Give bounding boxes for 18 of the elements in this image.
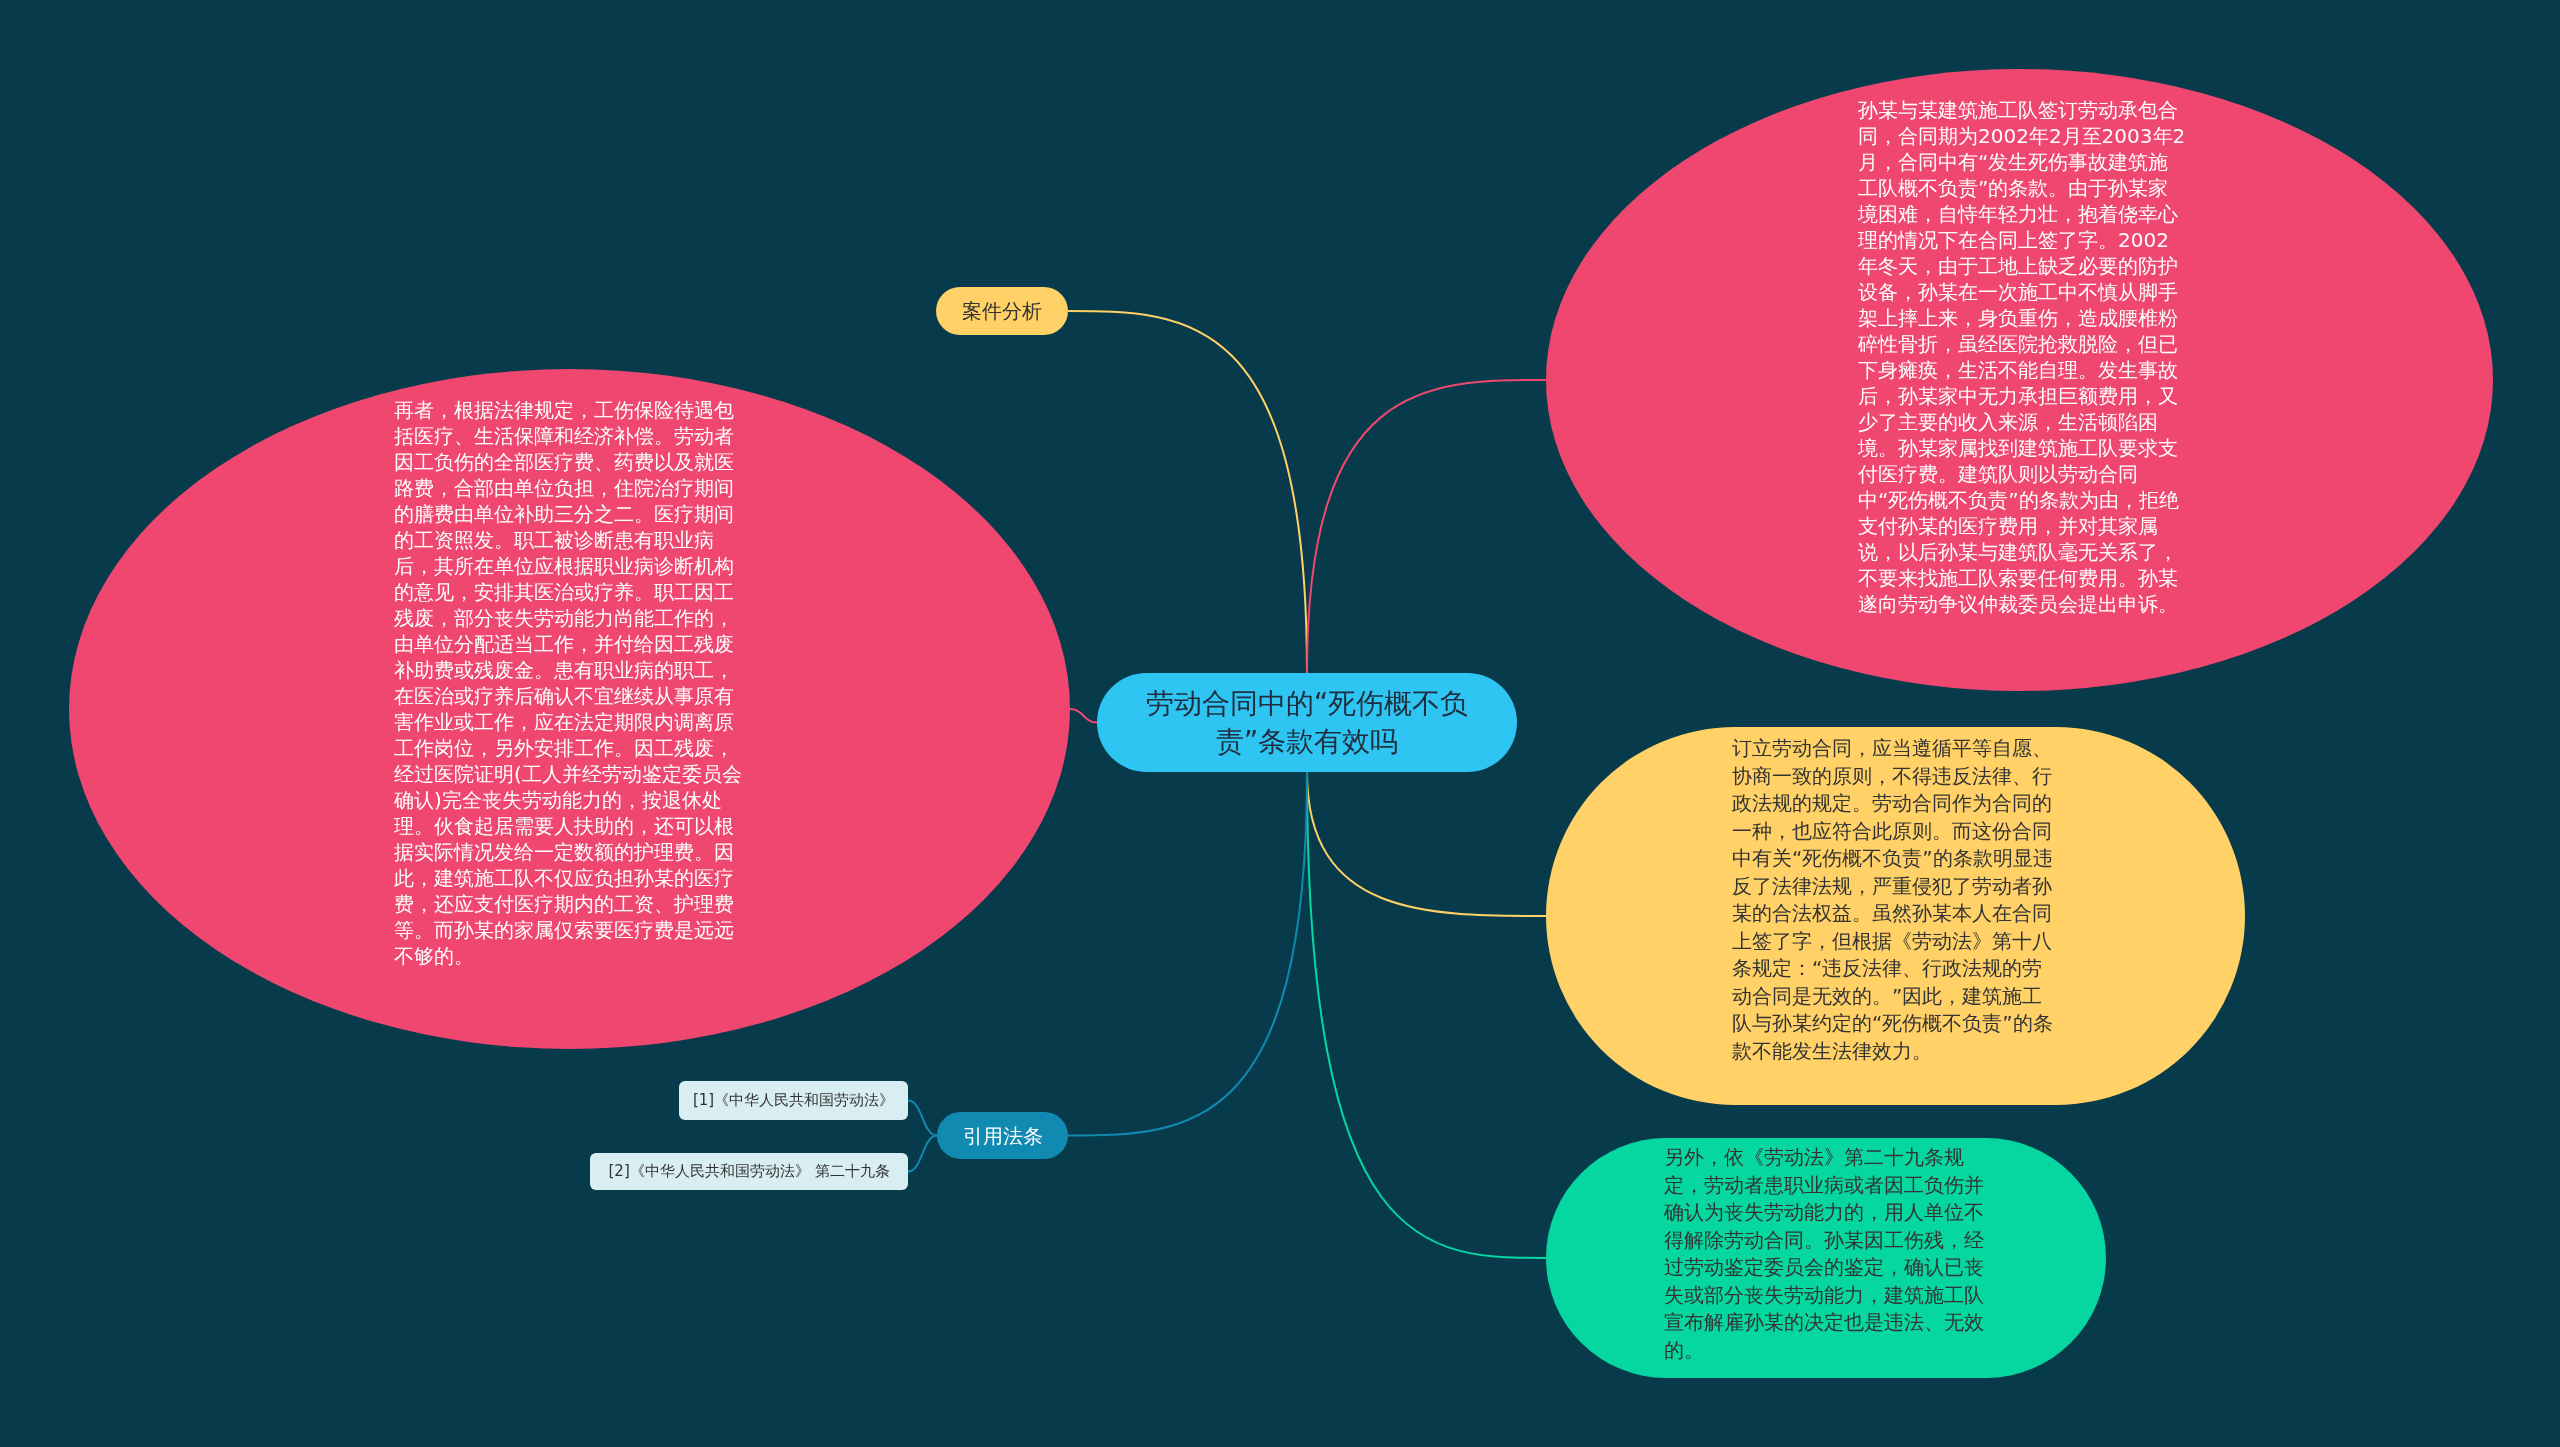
connector-line — [1306, 379, 1547, 674]
node-text: [2]《中华人民共和国劳动法》 第二十九条 — [608, 1161, 890, 1183]
node-text: 另外，依《劳动法》第二十九条规定，劳动者患职业病或者因工负伤并确认为丧失劳动能力的，用人单位不得解除劳动合同。孙某因工伤残，经过劳动鉴定委员会的鉴定，确认已丧失或部分丧失劳动能力，建筑施工队宣布解雇孙某的决定也是违法、无效的。 — [1664, 1144, 1985, 1364]
branch-node — [936, 287, 1068, 335]
node-text: 孙某与某建筑施工队签订劳动承包合同，合同期为2002年2月至2003年2月，合同中有“发生死伤事故建筑施工队概不负责”的条款。由于孙某家境困难，自恃年轻力壮，抱着侥幸心理的情况下在合同上签了字。2002年冬天，由于工地上缺乏必要的防护设备，孙某在一次施工中不慎从脚手架上摔上来，身负重伤，造成腰椎粉碎性骨折，虽经医院抢救脱险，但已下身瘫痪，生活不能自理。发生事故后，孙某家中无力承担巨额费用，又少了主要的收入来源，生活顿陷困境。孙某家属找到建筑施工队要求支付医疗费。建筑队则以劳动合同中“死伤概不负责”的条款为由，拒绝支付孙某的医疗费用，并对其家属说，以后孙某与建筑队毫无关系了，不要来找施工队索要任何费用。孙某遂向劳动争议仲裁委员会提出申诉。 — [1858, 97, 2187, 617]
node-text: 订立劳动合同，应当遵循平等自愿、协商一致的原则，不得违反法律、行政法规的规定。劳动合同作为合同的一种，也应符合此原则。而这份合同中有关“死伤概不负责”的条款明显违反了法律法规，严重侵犯了劳动者孙某的合法权益。虽然孙某本人在合同上签了字，但根据《劳动法》第十八条规定：“违反法律、行政法规的劳动合同是无效的。”因此，建筑施工队与孙某约定的“死伤概不负责”的条款不能发生法律效力。 — [1732, 735, 2054, 1065]
node-text: [1]《中华人民共和国劳动法》 — [692, 1090, 895, 1112]
connector-line — [907, 1134, 938, 1173]
node-text: 引用法条 — [962, 1122, 1043, 1150]
node-text: 劳动合同中的“死伤概不负责”条款有效吗 — [1144, 685, 1470, 760]
node-text: 再者，根据法律规定，工伤保险待遇包括医疗、生活保障和经济补偿。劳动者因工负伤的全部医疗费、药费以及就医路费，合部由单位负担，住院治疗期间的膳费由单位补助三分之二。医疗期间的工资照发。职工被诊断患有职业病后，其所在单位应根据职业病诊断机构的意见，安排其医治或疗养。职工因工残废，部分丧失劳动能力尚能工作的，由单位分配适当工作，并付给因工残废补助费或残废金。患有职业病的职工，在医治或疗养后确认不宜继续从事原有害作业或工作，应在法定期限内调离原工作岗位，另外安排工作。因工残废，经过医院证明(工人并经劳动鉴定委员会确认)完全丧失劳动能力的，按退休处理。伙食起居需要人扶助的，还可以根据实际情况发给一定数额的护理费。因此，建筑施工队不仅应负担孙某的医疗费，还应支付医疗期内的工资、护理费等。而孙某的家属仅索要医疗费是远远不够的。 — [394, 397, 743, 969]
reference-node — [590, 1153, 908, 1190]
branch-node — [937, 1112, 1068, 1159]
reference-node — [679, 1081, 908, 1120]
connector-line — [907, 1099, 938, 1137]
node-text: 案件分析 — [962, 298, 1042, 325]
connector-line — [1067, 771, 1308, 1137]
connector-line — [1069, 708, 1098, 724]
